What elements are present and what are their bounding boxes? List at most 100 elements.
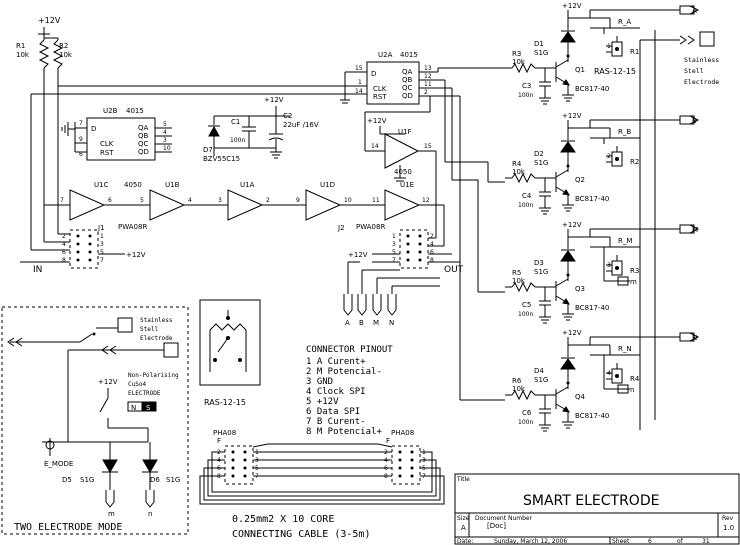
vcc-mode-label: +12V — [98, 378, 118, 386]
svg-text:n: n — [148, 510, 152, 518]
in-label: IN — [33, 265, 42, 275]
diode-ref-2: D3 — [534, 259, 544, 267]
svg-text:14: 14 — [371, 143, 379, 150]
svg-text:9: 9 — [79, 136, 83, 143]
svg-text:RST: RST — [373, 93, 387, 101]
svg-text:Sunday, March 12, 2006: Sunday, March 12, 2006 — [494, 538, 567, 545]
svg-text:6: 6 — [648, 538, 652, 545]
svg-text:4: 4 — [62, 241, 66, 248]
relay-pin-2: 3 — [607, 262, 611, 269]
svg-text:N: N — [131, 404, 136, 412]
vcc-d4-label: +12V — [562, 329, 582, 337]
relay-block-label: RAS-12-15 — [204, 398, 246, 407]
svg-text:15: 15 — [355, 65, 363, 72]
relay-ref-0: R1 — [630, 48, 639, 56]
diode-ref-3: D4 — [534, 367, 544, 375]
u2b-ref: U2B — [103, 107, 118, 115]
relay-ref-3: R4 — [630, 375, 640, 383]
q-ref-1: Q2 — [575, 176, 585, 184]
relay-pin-3: 4 — [607, 370, 611, 377]
diode-ref-1: D2 — [534, 150, 544, 158]
svg-text:QA: QA — [402, 68, 413, 76]
svg-text:4: 4 — [430, 241, 434, 248]
u2b-part: 4015 — [126, 107, 144, 115]
connector-pinout: CONNECTOR PINOUT 1 A Curent+ 2 M Potenci… — [306, 345, 393, 437]
vcc-d1-label: +12V — [562, 2, 582, 10]
output-flag-3: N — [692, 334, 697, 342]
diode-type-0: S1G — [534, 49, 548, 57]
q-type-2: BC817-40 — [575, 304, 609, 312]
e-mode-label: E_MODE — [44, 460, 73, 468]
u1b-symbol — [149, 189, 186, 221]
out-label: OUT — [444, 265, 464, 275]
buffer-chain: U1C 4050 U1B U1A U1D U1E 7 6 5 4 3 2 9 1… — [44, 181, 445, 246]
title-block: Title SMART ELECTRODE Size A Document Nu… — [454, 473, 740, 545]
svg-text:QD: QD — [402, 92, 413, 100]
svg-text:8: 8 — [430, 257, 434, 264]
vcc-u1f-label: +12V — [367, 117, 387, 125]
svg-text:D: D — [371, 70, 376, 78]
svg-text:4: 4 — [163, 129, 167, 136]
svg-text:CuSo4: CuSo4 — [128, 381, 146, 388]
svg-text:6: 6 — [79, 151, 83, 158]
q-type-0: BC817-40 — [575, 85, 609, 93]
relay-net-2: R_M — [618, 237, 632, 245]
svg-text:S: S — [146, 404, 151, 412]
q-type-1: BC817-40 — [575, 195, 609, 203]
j1-part: PWA08R — [118, 223, 147, 231]
pinout-title: CONNECTOR PINOUT — [306, 345, 393, 355]
relay-net-0: R_A — [618, 18, 631, 26]
output-flag-0: A — [692, 7, 697, 15]
u1d-symbol — [305, 189, 342, 221]
svg-text:7: 7 — [392, 257, 396, 264]
svg-text:[Doc]: [Doc] — [487, 522, 506, 530]
diode-ref-0: D1 — [534, 40, 544, 48]
probe-n: N — [389, 319, 394, 327]
j2-connector: J2 PWA08R 1 2 3 4 5 6 7 8 +12V OUT — [337, 223, 464, 294]
svg-text:6: 6 — [430, 249, 434, 256]
svg-text:QD: QD — [138, 148, 149, 156]
svg-text:13: 13 — [424, 65, 432, 72]
svg-text:1 A Curent+: 1 A Curent+ — [306, 357, 366, 367]
relay-net-3: R_N — [618, 345, 632, 353]
svg-text:9: 9 — [296, 197, 300, 204]
chain-part: 4050 — [124, 181, 142, 189]
svg-text:10: 10 — [344, 197, 352, 204]
svg-text:4 Clock SPI: 4 Clock SPI — [306, 387, 366, 397]
j1-ref: J1 — [97, 224, 105, 232]
diode-type-1: S1G — [534, 159, 548, 167]
svg-text:D: D — [91, 125, 96, 133]
j2-ref: J2 — [337, 224, 345, 232]
c-ref-0: C3 — [522, 82, 531, 90]
probe-a: A — [345, 319, 350, 327]
probe-m: M — [373, 319, 379, 327]
u1f-ref: U1F — [398, 128, 412, 136]
r-val-0: 10k — [512, 58, 526, 66]
pha08-left: PHA08 — [213, 429, 236, 437]
u2a-shift-register: U2A 4015 D CLK RST QA QB QC QD 15 1 14 1… — [340, 51, 505, 401]
svg-text:7: 7 — [79, 120, 83, 127]
svg-text:11: 11 — [424, 81, 432, 88]
svg-text:RST: RST — [100, 149, 114, 157]
u1e-symbol — [384, 189, 421, 221]
vcc-d3-label: +12V — [562, 221, 582, 229]
svg-text:2: 2 — [62, 233, 66, 240]
vcc-j2-label: +12V — [348, 251, 368, 259]
c-ref-3: C6 — [522, 409, 532, 417]
svg-text:1.0: 1.0 — [723, 524, 734, 532]
r-ref-1: R4 — [512, 160, 522, 168]
svg-text:QC: QC — [402, 84, 413, 92]
svg-text:D6: D6 — [150, 476, 160, 484]
output-flag-2: M — [692, 226, 698, 234]
title-label: Title — [456, 476, 470, 483]
svg-text:11: 11 — [372, 197, 380, 204]
svg-text:A: A — [461, 524, 466, 532]
q-ref-0: Q1 — [575, 66, 585, 74]
relay-channels: +12VD1S1GR_AR11AQ1BC817-40R310kC3100n+12… — [505, 2, 700, 432]
svg-text:Stell: Stell — [140, 326, 158, 333]
svg-text:7 B Curent-: 7 B Curent- — [306, 417, 366, 427]
diode-type-3: S1G — [534, 376, 548, 384]
u1e-ref: U1E — [400, 181, 414, 189]
